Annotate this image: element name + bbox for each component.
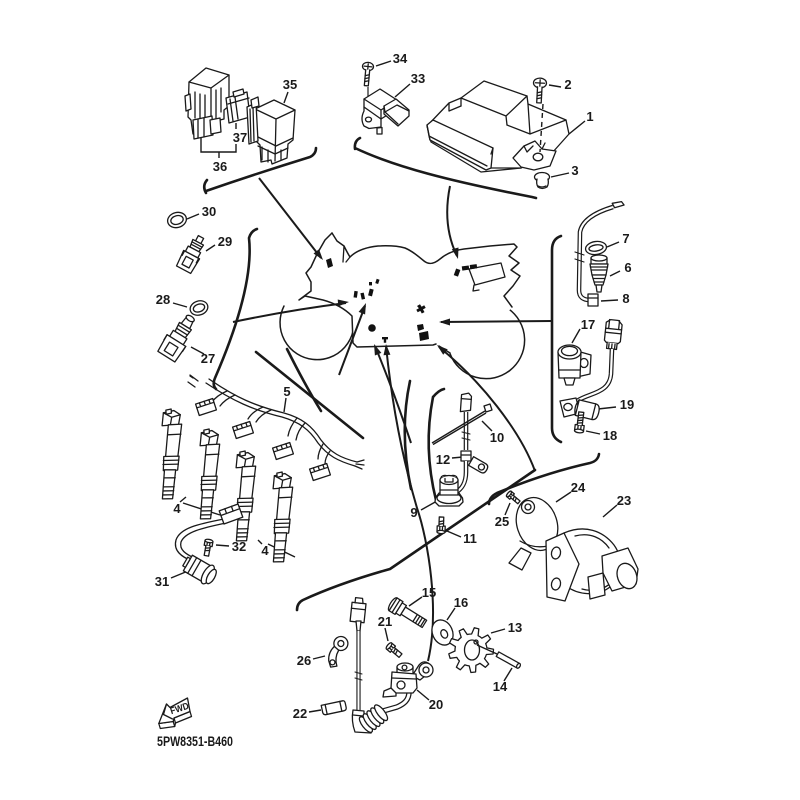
svg-text:9: 9 <box>410 505 417 520</box>
svg-text:26: 26 <box>297 653 311 668</box>
svg-text:36: 36 <box>213 159 227 174</box>
svg-text:8: 8 <box>622 291 629 306</box>
svg-text:16: 16 <box>454 595 468 610</box>
svg-text:24: 24 <box>571 480 586 495</box>
svg-text:22: 22 <box>293 706 307 721</box>
svg-text:6: 6 <box>624 260 631 275</box>
svg-text:1: 1 <box>586 109 593 124</box>
svg-text:31: 31 <box>155 574 169 589</box>
svg-text:37: 37 <box>233 130 247 145</box>
svg-text:13: 13 <box>508 620 522 635</box>
svg-text:33: 33 <box>411 71 425 86</box>
svg-text:20: 20 <box>429 697 443 712</box>
svg-text:3: 3 <box>571 163 578 178</box>
svg-text:4: 4 <box>173 501 181 516</box>
svg-text:17: 17 <box>581 317 595 332</box>
svg-text:18: 18 <box>603 428 617 443</box>
svg-text:30: 30 <box>202 204 216 219</box>
svg-text:5: 5 <box>283 384 290 399</box>
svg-text:10: 10 <box>490 430 504 445</box>
svg-text:29: 29 <box>218 234 232 249</box>
svg-text:21: 21 <box>378 614 392 629</box>
svg-text:23: 23 <box>617 493 631 508</box>
svg-text:27: 27 <box>201 351 215 366</box>
svg-text:2: 2 <box>564 77 571 92</box>
svg-text:5PW8351-B460: 5PW8351-B460 <box>157 734 233 749</box>
svg-text:11: 11 <box>463 531 477 546</box>
svg-text:14: 14 <box>493 679 508 694</box>
svg-text:15: 15 <box>422 585 436 600</box>
svg-text:25: 25 <box>495 514 509 529</box>
svg-text:12: 12 <box>436 452 450 467</box>
svg-text:4: 4 <box>261 543 269 558</box>
svg-text:32: 32 <box>232 539 246 554</box>
svg-text:28: 28 <box>156 292 170 307</box>
svg-text:34: 34 <box>393 51 408 66</box>
svg-text:7: 7 <box>622 231 629 246</box>
svg-text:19: 19 <box>620 397 634 412</box>
svg-text:35: 35 <box>283 77 297 92</box>
